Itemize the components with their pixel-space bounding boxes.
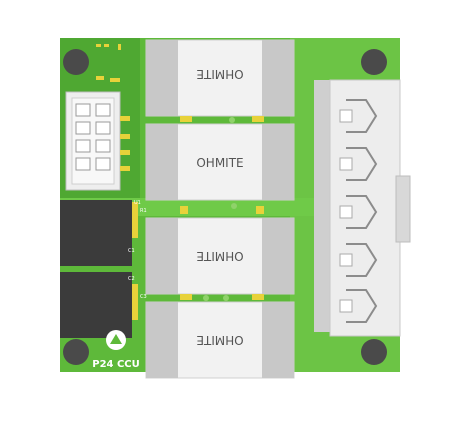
power-resistor-3 (145, 217, 295, 295)
power-resistor-4 (145, 301, 295, 379)
mount-hole-top-left (63, 49, 89, 75)
pin-header-connector (65, 91, 121, 191)
power-resistor-2 (145, 123, 295, 201)
resistor-3-label: OHMITE (196, 249, 243, 263)
mount-hole-top-right (361, 49, 387, 75)
resistor-4-label: OHMITE (196, 333, 243, 347)
mount-hole-bottom-left (63, 339, 89, 365)
ref-designator: C3 (140, 294, 147, 300)
resistor-2-label: OHMITE (196, 156, 243, 170)
terminal-connector (314, 79, 411, 337)
ref-designator: C1 (128, 248, 135, 254)
vias (203, 117, 237, 301)
inductor-top (60, 200, 138, 266)
board-name-label: P24 CCU (92, 359, 140, 370)
inductor-bottom (60, 272, 138, 338)
ref-designator: R1 (140, 208, 147, 214)
mount-hole-bottom-right (361, 339, 387, 365)
smd-pads-topleft (96, 44, 121, 82)
ref-designator: U1 (134, 200, 141, 206)
power-resistor-1 (145, 39, 295, 117)
header-side-pads (120, 116, 130, 171)
resistor-1-label: OHMITE (196, 67, 243, 81)
ref-designator: C2 (128, 276, 135, 282)
p24-ccu-logo-icon (106, 330, 126, 350)
resistor-pads (180, 116, 264, 300)
